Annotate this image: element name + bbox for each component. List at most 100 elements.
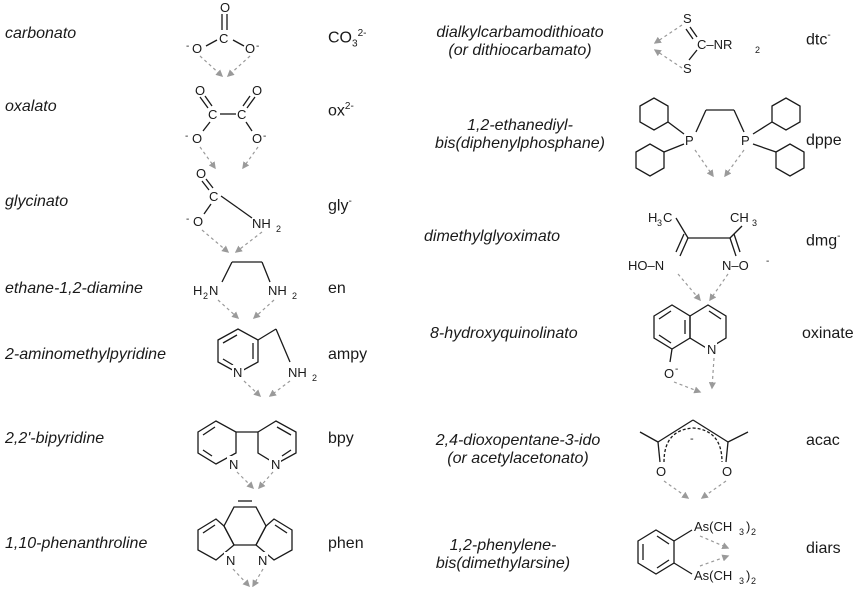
svg-text:H: H: [193, 283, 202, 298]
abbr-dtc: dtc-: [806, 30, 831, 49]
svg-text:O: O: [192, 41, 202, 56]
structure-oxinate: N O-: [653, 304, 727, 394]
svg-text:C: C: [209, 189, 218, 204]
abbr-acac: acac: [806, 432, 840, 449]
svg-text:O: O: [252, 131, 262, 146]
svg-text:-: -: [263, 131, 266, 142]
svg-text:2: 2: [751, 576, 756, 586]
svg-text:3: 3: [752, 218, 757, 228]
ligand-name-en: ethane-1,2-diamine: [5, 280, 143, 297]
structure-bpy: N N: [197, 420, 297, 490]
ligand-name-bpy: 2,2'-bipyridine: [5, 430, 105, 447]
svg-text:C: C: [237, 107, 246, 122]
ligand-name-dppe: 1,2-ethanediyl-bis(diphenylphosphane): [435, 117, 605, 152]
svg-text:O: O: [245, 41, 255, 56]
abbr-en: en: [328, 280, 346, 297]
svg-text:-: -: [186, 214, 189, 225]
svg-text:NH: NH: [288, 365, 307, 380]
structure-carbonato: O C O- O-: [186, 0, 259, 77]
svg-text:O: O: [196, 166, 206, 181]
svg-text:S: S: [683, 61, 692, 76]
svg-text:O: O: [193, 214, 203, 229]
svg-text:O: O: [192, 131, 202, 146]
svg-text:2: 2: [751, 527, 756, 537]
svg-text:As(CH: As(CH: [694, 568, 732, 583]
svg-text:-: -: [256, 41, 259, 52]
svg-text:O: O: [220, 0, 230, 15]
ligand-name-glycinato: glycinato: [5, 193, 69, 210]
svg-text:-: -: [185, 131, 188, 142]
abbr-ampy: ampy: [328, 346, 368, 363]
svg-text:N–O: N–O: [722, 258, 749, 273]
svg-text:O: O: [252, 83, 262, 98]
svg-text:S: S: [683, 11, 692, 26]
svg-text:-: -: [675, 364, 678, 375]
svg-text:2: 2: [312, 373, 317, 383]
ligand-name-ampy: 2-aminomethylpyridine: [5, 346, 166, 363]
abbr-oxinate: oxinate: [802, 325, 854, 342]
ligand-name-dtc: dialkylcarbamodithioato(or dithiocarbama…: [436, 24, 604, 59]
svg-text:As(CH: As(CH: [694, 519, 732, 534]
structure-acac: - O O: [639, 419, 749, 499]
svg-text:-: -: [766, 256, 769, 267]
svg-text:N: N: [226, 553, 235, 568]
svg-text:O: O: [195, 83, 205, 98]
ligand-name-diars: 1,2-phenylene-bis(dimethylarsine): [435, 537, 571, 572]
structure-dppe: P P: [635, 97, 805, 178]
svg-text:CH: CH: [730, 210, 749, 225]
structure-dtc: S C–NR 2 S: [653, 11, 760, 76]
svg-text:C: C: [219, 31, 228, 46]
abbr-carbonato: CO32-: [328, 28, 367, 50]
svg-text:3: 3: [739, 576, 744, 586]
structure-ampy: N NH 2: [217, 328, 317, 397]
svg-text:HO–N: HO–N: [628, 258, 664, 273]
svg-text:NH: NH: [268, 283, 287, 298]
svg-text:2: 2: [276, 224, 281, 234]
ligand-name-oxinate: 8-hydroxyquinolinato: [430, 325, 578, 342]
svg-text:C: C: [208, 107, 217, 122]
svg-text:3: 3: [657, 218, 662, 228]
svg-text:3: 3: [739, 527, 744, 537]
svg-text:-: -: [690, 433, 694, 445]
abbr-glycinato: gly-: [328, 196, 352, 215]
svg-text:2: 2: [203, 291, 208, 301]
abbr-dmg: dmg-: [806, 231, 841, 250]
ligand-name-oxalato: oxalato: [5, 98, 57, 115]
svg-text:): ): [746, 519, 750, 534]
ligand-name-dmg: dimethylglyoximato: [424, 228, 561, 245]
svg-text:): ): [746, 568, 750, 583]
svg-text:P: P: [741, 133, 750, 148]
svg-text:N: N: [258, 553, 267, 568]
svg-text:O: O: [722, 464, 732, 479]
ligand-name-carbonato: carbonato: [5, 25, 77, 42]
structure-phen: N N: [197, 500, 293, 588]
svg-text:C–NR: C–NR: [697, 37, 732, 52]
svg-text:2: 2: [292, 291, 297, 301]
svg-text:2: 2: [755, 45, 760, 55]
svg-text:P: P: [685, 133, 694, 148]
abbr-dppe: dppe: [806, 132, 842, 149]
svg-text:O: O: [656, 464, 666, 479]
abbr-diars: diars: [806, 540, 841, 557]
abbr-oxalato: ox2-: [328, 101, 354, 120]
svg-text:N: N: [707, 342, 716, 357]
svg-text:N: N: [271, 457, 280, 472]
svg-text:NH: NH: [252, 216, 271, 231]
ligand-name-acac: 2,4-dioxopentane-3-ido(or acetylacetonat…: [435, 432, 601, 467]
svg-text:N: N: [229, 457, 238, 472]
svg-text:H: H: [648, 210, 657, 225]
svg-text:O: O: [664, 366, 674, 381]
ligand-name-phen: 1,10-phenanthroline: [5, 535, 148, 552]
svg-text:N: N: [209, 283, 218, 298]
abbr-bpy: bpy: [328, 430, 354, 447]
svg-text:N: N: [233, 365, 242, 380]
svg-text:-: -: [186, 41, 189, 52]
svg-text:C: C: [663, 210, 672, 225]
abbr-phen: phen: [328, 535, 364, 552]
